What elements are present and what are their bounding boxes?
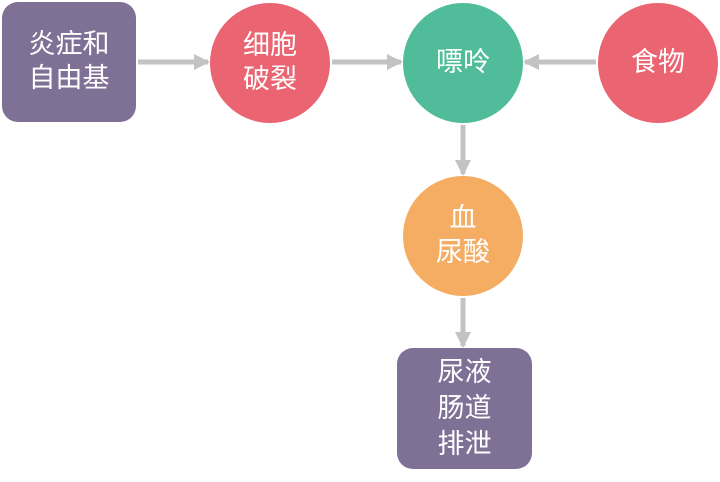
node-label-line: 破裂 xyxy=(243,64,297,95)
node-label-line: 炎症和 xyxy=(28,29,110,60)
node-label-line: 嘌呤 xyxy=(436,47,490,78)
node-label-line: 食物 xyxy=(631,47,685,78)
node-label-line: 尿酸 xyxy=(436,237,490,268)
node-cell-rupture: 细胞 破裂 xyxy=(210,3,330,123)
node-purine: 嘌呤 xyxy=(403,3,523,123)
node-label-line: 自由基 xyxy=(28,63,110,94)
node-inflammation-free-radicals: 炎症和 自由基 xyxy=(2,2,136,122)
node-food: 食物 xyxy=(598,3,718,123)
node-label-line: 血 xyxy=(449,203,477,234)
node-excretion: 尿液 肠道 排泄 xyxy=(397,348,532,469)
node-label-line: 细胞 xyxy=(243,30,297,61)
node-label-line: 尿液 xyxy=(437,356,492,388)
node-label-line: 肠道 xyxy=(437,392,492,424)
node-label-line: 排泄 xyxy=(437,428,492,460)
node-blood-uric-acid: 血 尿酸 xyxy=(403,176,523,296)
